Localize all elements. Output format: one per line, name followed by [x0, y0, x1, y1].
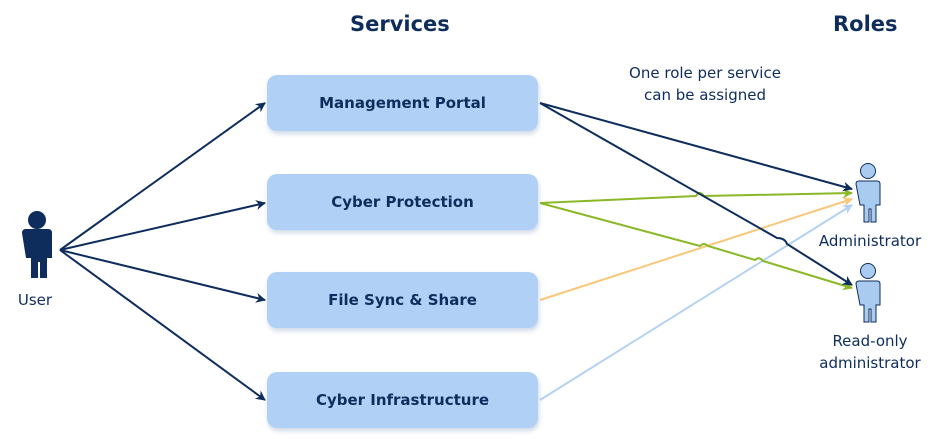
assignment-note: One role per service can be assigned — [615, 62, 795, 106]
role-read-only-line2: administrator — [819, 354, 921, 372]
user-label: User — [17, 291, 53, 309]
role-read-only-administrator-label: Read-only administrator — [808, 330, 932, 374]
roles-heading: Roles — [833, 12, 898, 36]
role-read-only-line1: Read-only — [832, 332, 908, 350]
edge-management-portal-read-only-administrator — [539, 102, 853, 286]
administrator-person-icon — [855, 163, 881, 223]
edge-cyber-protection-read-only-administrator — [539, 202, 853, 291]
assignment-note-line2: can be assigned — [644, 86, 766, 104]
assignment-note-line1: One role per service — [629, 64, 781, 82]
service-cyber-protection: Cyber Protection — [267, 174, 538, 230]
read-only-administrator-person-icon — [855, 263, 881, 323]
service-management-portal: Management Portal — [267, 75, 538, 131]
service-file-sync-share: File Sync & Share — [267, 272, 538, 328]
edge-file-sync-share-administrator — [539, 197, 853, 301]
services-heading: Services — [350, 12, 450, 36]
edge-user-file-sync-share — [59, 249, 266, 303]
edge-user-cyber-protection — [59, 200, 266, 251]
service-cyber-infrastructure: Cyber Infrastructure — [267, 372, 538, 428]
edge-management-portal-administrator — [539, 102, 853, 192]
edge-cyber-protection-administrator — [539, 188, 853, 204]
role-administrator-label: Administrator — [818, 232, 922, 250]
edge-user-cyber-infrastructure — [59, 249, 266, 401]
edge-cyber-infrastructure-administrator — [539, 204, 853, 401]
edge-user-management-portal — [59, 102, 266, 251]
user-person-icon — [22, 211, 52, 278]
